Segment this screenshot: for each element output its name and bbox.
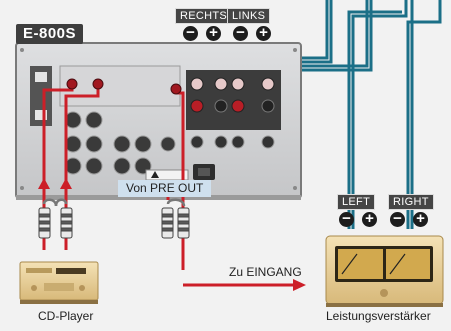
cd-player-device [19, 261, 99, 304]
to-input-label: Zu EINGANG [229, 265, 302, 279]
plus-icon: + [362, 211, 377, 227]
amp-right-label: RIGHT [388, 194, 434, 210]
plus-icon: + [413, 211, 428, 227]
cd-player-label: CD-Player [38, 309, 94, 323]
rca-plugs [38, 207, 190, 239]
arrow-to-input-icon [293, 279, 306, 291]
arrow-up-icon [60, 178, 72, 189]
plus-icon: + [206, 25, 221, 41]
speaker-right-label: RECHTS [175, 8, 233, 24]
minus-icon: − [183, 25, 198, 41]
minus-icon: − [390, 211, 405, 227]
minus-icon: − [233, 25, 248, 41]
minus-icon: − [339, 211, 354, 227]
power-amp-label: Leistungsverstärker [326, 309, 431, 323]
arrow-up-icon [38, 178, 50, 189]
amplifier-rear-panel [15, 42, 302, 200]
plus-icon: + [256, 25, 271, 41]
model-label: E-800S [16, 24, 84, 44]
pre-out-label: Von PRE OUT [118, 180, 212, 197]
amp-left-label: LEFT [337, 194, 376, 210]
speaker-left-label: LINKS [227, 8, 271, 24]
power-amplifier-device [325, 235, 444, 307]
